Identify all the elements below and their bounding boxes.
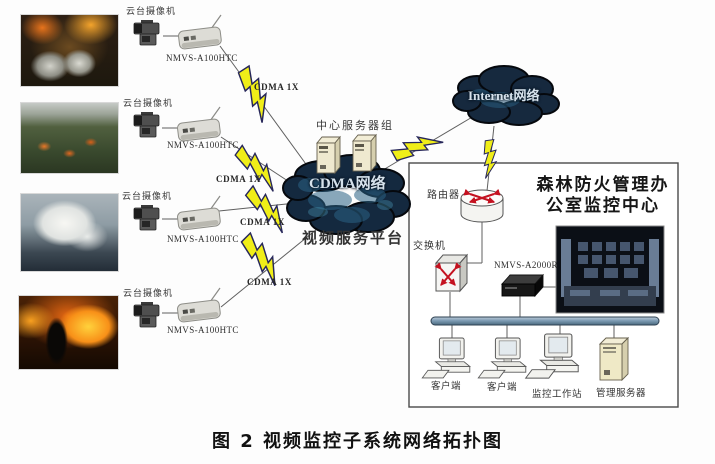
mgmt-server-label: 管理服务器 (596, 388, 647, 399)
camera-label-4: 云台摄像机 (123, 289, 174, 299)
cdma-link-label-1: CDMA 1X (254, 82, 299, 92)
cdma-cloud-label: CDMA网络 (309, 176, 386, 192)
switch-icon (434, 253, 469, 293)
camera-model-3: NMVS-A100HTC (167, 234, 239, 244)
router-icon (460, 188, 504, 223)
camera-unit-2 (133, 106, 222, 143)
client-label-1: 客户端 (431, 381, 462, 392)
camera-model-2: NMVS-A100HTC (167, 140, 239, 150)
internet-cloud-label: Internet网络 (468, 88, 540, 103)
photo-smoke-plume (20, 193, 119, 272)
internet-cloud (452, 65, 560, 126)
cdma-link-label-4: CDMA 1X (247, 277, 292, 287)
photo-control-room (555, 225, 665, 314)
center-title-line1: 森林防火管理办 (536, 175, 670, 195)
camera-label-3: 云台摄像机 (122, 192, 173, 202)
router-label: 路由器 (427, 190, 460, 201)
photo-forest-fire-firefighters (20, 14, 119, 87)
photo-hillside-fire-crew (20, 102, 119, 174)
video-platform-label: 视频服务平台 (302, 229, 405, 247)
camera-label-1: 云台摄像机 (126, 7, 177, 17)
workstation-label: 监控工作站 (532, 389, 583, 400)
client-label-2: 客户端 (487, 382, 518, 393)
central-servers-label: 中心服务器组 (316, 119, 394, 132)
center-title-line2: 公室监控中心 (546, 196, 660, 216)
decoder-icon (500, 273, 545, 298)
cdma-link-label-2: CDMA 1X (216, 174, 261, 184)
cdma-link-label-3: CDMA 1X (240, 217, 285, 227)
camera-model-1: NMVS-A100HTC (166, 53, 238, 63)
photo-night-blaze-silhouette (18, 295, 119, 370)
cdma-cloud (282, 154, 411, 235)
camera-unit-1 (133, 14, 223, 51)
camera-model-4: NMVS-A100HTC (167, 325, 239, 335)
camera-label-2: 云台摄像机 (123, 99, 174, 109)
decoder-label: NMVS-A2000R (494, 260, 558, 270)
figure-caption: 图 2 视频监控子系统网络拓扑图 (211, 431, 504, 452)
management-server-icon (598, 336, 630, 382)
lan-bus (430, 316, 660, 326)
switch-label: 交换机 (413, 241, 446, 252)
